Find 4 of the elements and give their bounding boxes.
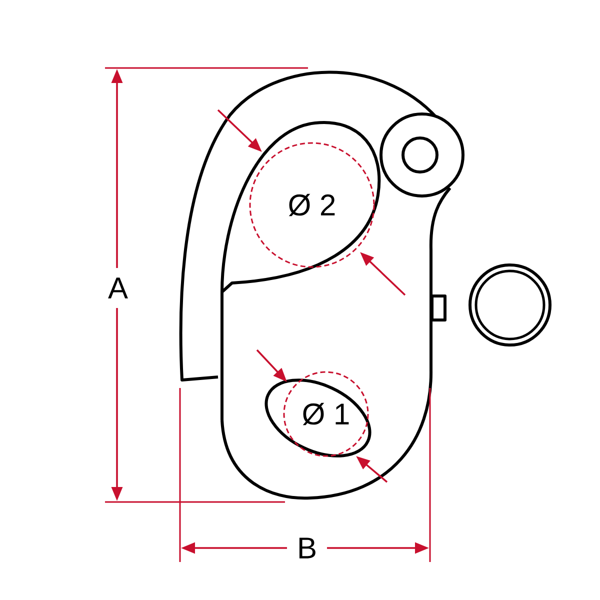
dimension-label: A bbox=[108, 278, 128, 298]
diameter-label: Ø 1 bbox=[302, 402, 349, 426]
dimension-label: B bbox=[299, 538, 316, 558]
diameter-label: Ø 2 bbox=[288, 194, 335, 216]
